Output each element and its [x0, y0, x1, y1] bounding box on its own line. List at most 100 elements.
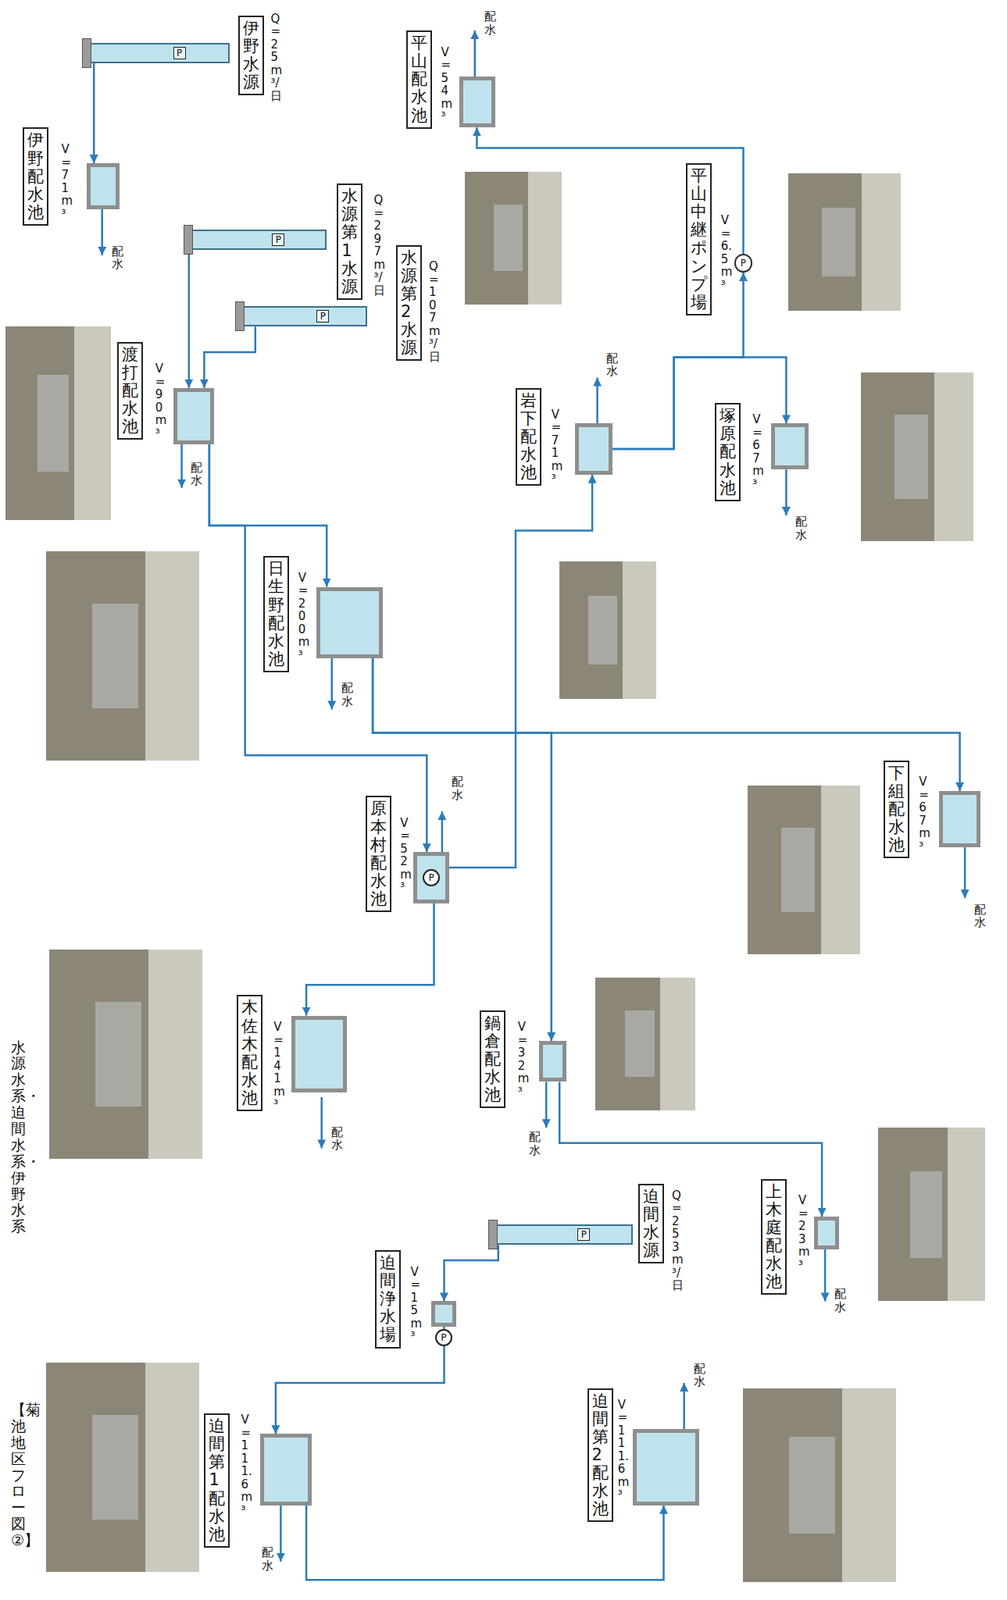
photo-base	[5, 326, 111, 521]
capacity-value: V=200m³	[298, 571, 311, 663]
facility-name: 日生野配水池	[263, 556, 290, 673]
well-head	[488, 1220, 498, 1250]
photo-base	[878, 1128, 986, 1302]
well-head	[235, 301, 245, 332]
site-photo	[747, 785, 861, 955]
facility-name: 原本村配水池	[365, 796, 392, 913]
outflow-label: 配水	[795, 515, 808, 542]
outflow-pipe	[785, 469, 788, 516]
outflow-pipe	[596, 378, 599, 425]
facility-name: 迫間浄水場	[374, 1250, 401, 1349]
photo-structure	[894, 414, 929, 500]
outflow-label: 配水	[331, 1126, 343, 1153]
photo-sky	[145, 551, 200, 761]
photo-base	[860, 372, 974, 542]
photo-structure	[92, 603, 139, 709]
photo-structure	[37, 374, 69, 472]
subtitle: 水源水系・迫間水系・伊野水系	[10, 1039, 26, 1236]
photo-structure	[92, 1415, 139, 1521]
pump-symbol: P	[173, 46, 186, 60]
photo-structure	[821, 207, 856, 277]
photo-base	[559, 561, 657, 700]
site-photo	[860, 372, 974, 542]
photo-structure	[588, 596, 618, 665]
reservoir-tank: 原本村配水池V=52m³P	[413, 852, 450, 904]
site-photo	[788, 173, 901, 311]
photo-sky	[528, 171, 562, 305]
facility-name: 迫間水源	[638, 1184, 665, 1265]
capacity-value: Q=25m³/日	[270, 12, 283, 104]
photo-structure	[781, 828, 815, 913]
facility-name: 伊野配水池	[22, 127, 49, 225]
diagram-title: 【菊池地区フロー図②】	[10, 1402, 26, 1550]
photo-base	[464, 171, 562, 305]
outflow-pipe	[545, 1081, 548, 1129]
site-photo	[559, 561, 657, 700]
capacity-value: V=52m³	[399, 817, 412, 895]
outflow-label: 配水	[528, 1131, 541, 1157]
capacity-value: Q=253m³/日	[671, 1189, 684, 1293]
reservoir-tank: 鍋倉配水池V=32m³	[539, 1041, 567, 1082]
outflow-label: 配水	[451, 775, 464, 802]
pump-symbol: P	[740, 258, 747, 268]
outflow-label: 配水	[834, 1288, 847, 1315]
site-photo	[46, 1363, 200, 1573]
photo-base	[49, 949, 203, 1160]
pump-station: 平山中継ポンプ場V=6.5m³P	[734, 253, 754, 273]
photo-base	[46, 1363, 200, 1573]
site-photo	[46, 551, 200, 761]
outflow-label: 配水	[341, 682, 354, 708]
reservoir-tank: 迫間第1配水池V=111.6m³	[260, 1434, 311, 1507]
pipe-connector	[372, 658, 552, 1042]
site-photo	[464, 171, 562, 305]
outflow-pipe	[474, 30, 477, 77]
site-photo	[595, 978, 696, 1111]
facility-name: 岩下配水池	[515, 388, 542, 486]
outflow-label: 配水	[111, 245, 124, 272]
pump-symbol: P	[577, 1228, 590, 1242]
facility-name: 木佐木配水池	[236, 995, 263, 1112]
capacity-value: V=15m³	[410, 1266, 423, 1344]
reservoir-tank: 日生野配水池V=200m³	[316, 587, 383, 660]
pump-symbol: P	[316, 310, 329, 323]
photo-sky	[74, 326, 111, 521]
capacity-value: V=71m³	[60, 142, 73, 221]
pipe-connector	[449, 474, 593, 868]
pipe-connector	[275, 1327, 445, 1435]
reservoir-tank: 平山配水池V=54m³	[459, 76, 496, 128]
outflow-label: 配水	[190, 461, 203, 488]
capacity-value: V=111.6m³	[617, 1399, 630, 1503]
pipe-connector	[188, 249, 191, 389]
pump-symbol: P	[422, 869, 440, 887]
pipe-connector	[92, 63, 96, 164]
well-head	[82, 38, 92, 68]
photo-sky	[660, 978, 696, 1111]
outflow-pipe	[824, 1249, 827, 1303]
pipe-connector	[203, 326, 255, 389]
outflow-pipe	[682, 1383, 686, 1430]
reservoir-tank: 岩下配水池V=71m³	[574, 423, 613, 475]
outflow-pipe	[100, 209, 104, 256]
photo-sky	[148, 949, 203, 1160]
photo-sky	[622, 561, 657, 700]
capacity-value: V=141m³	[273, 1021, 286, 1112]
photo-sky	[842, 1389, 897, 1583]
photo-base	[747, 785, 861, 955]
outflow-pipe	[320, 1097, 323, 1149]
facility-name: 平山配水池	[406, 30, 433, 129]
facility-name: 伊野水源	[238, 15, 265, 96]
capacity-value: V=90m³	[155, 362, 168, 440]
outflow-label: 配水	[261, 1546, 274, 1573]
well-source: 水源第1水源Q=297m³/日P	[183, 229, 327, 250]
reservoir-tank: 塚原配水池V=67m³	[771, 423, 809, 470]
photo-structure	[493, 204, 523, 272]
photo-sky	[821, 785, 861, 955]
reservoir-tank: 迫間浄水場V=15m³P	[431, 1301, 458, 1328]
capacity-value: Q=107m³/日	[428, 260, 441, 364]
capacity-value: V=32m³	[517, 1021, 530, 1099]
reservoir-tank: 伊野配水池V=71m³	[86, 163, 120, 210]
outflow-label: 配水	[606, 352, 618, 379]
